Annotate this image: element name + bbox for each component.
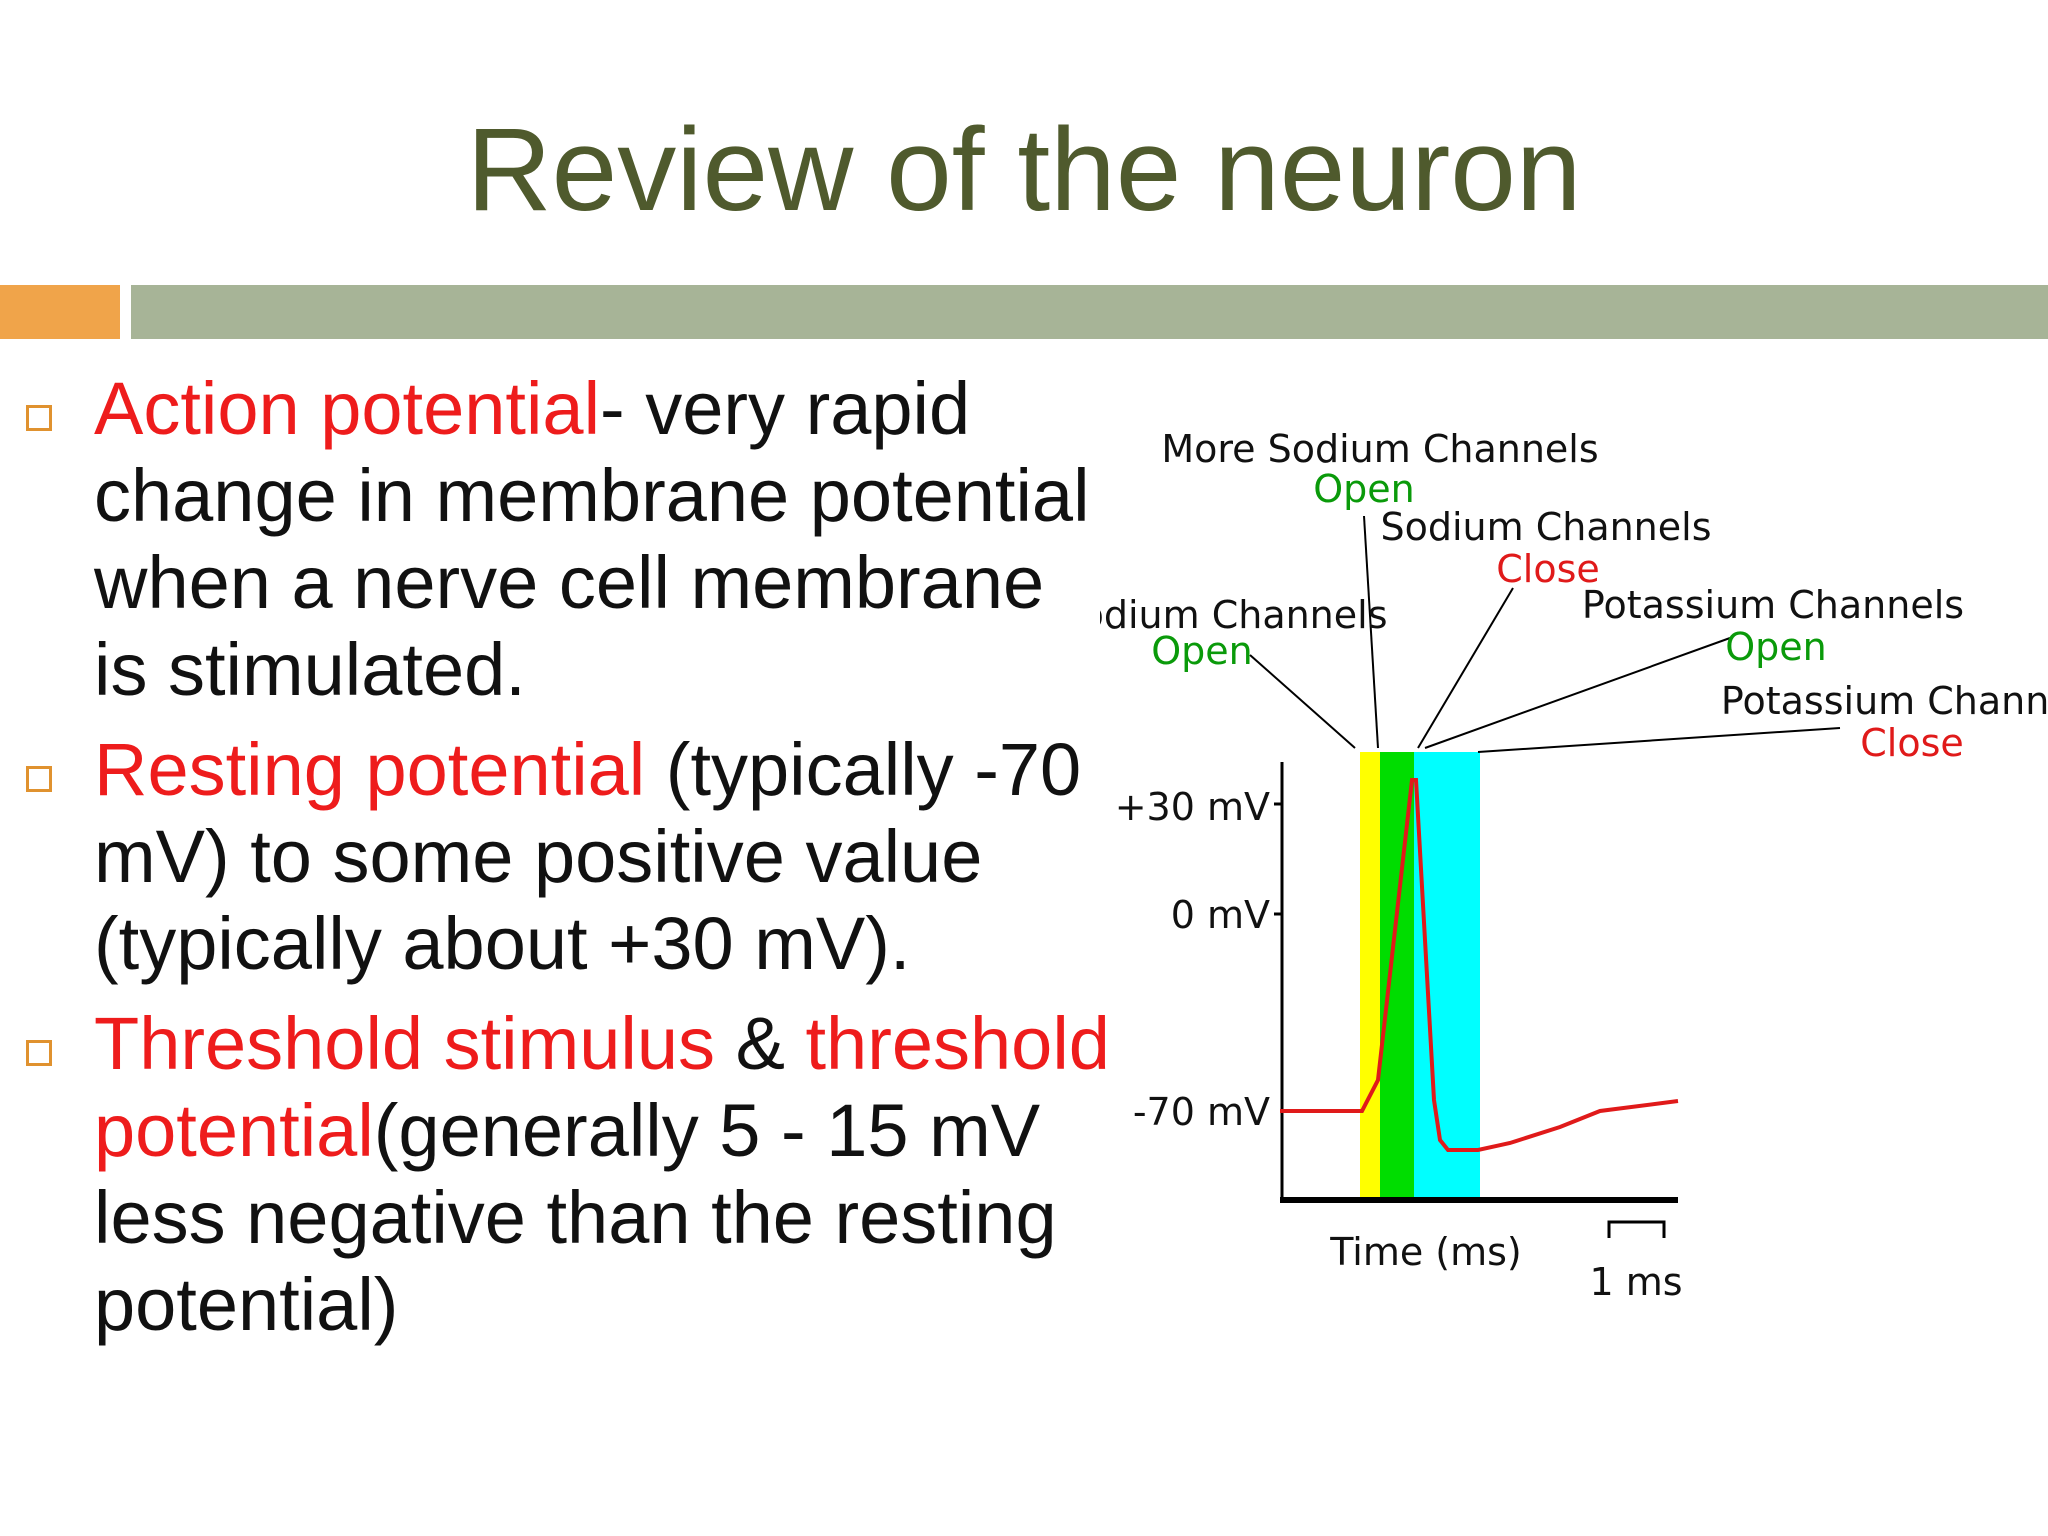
term-threshold-potential: threshold potential — [94, 1002, 1110, 1172]
bullet-square-icon — [26, 405, 52, 431]
leader-potassium-open — [1424, 637, 1731, 749]
bullet-threshold: Threshold stimulus & threshold potential… — [22, 1000, 1112, 1348]
bullet-text: - very rapid change in membrane potentia… — [94, 367, 1090, 711]
accent-bar-orange — [0, 285, 120, 339]
accent-bar-green — [131, 285, 2048, 339]
bullet-square-icon — [26, 1040, 52, 1066]
band-cyan — [1414, 752, 1480, 1200]
bullet-resting-potential: Resting potential (typically -70 mV) to … — [22, 726, 1112, 987]
label-sodium-close-title: Sodium Channels — [1380, 505, 1711, 549]
scale-bar — [1607, 1220, 1666, 1238]
label-potassium-open-state: Open — [1725, 625, 1827, 669]
label-sodium-open-state: Open — [1151, 629, 1253, 673]
label-potassium-close-title: Potassium Channels — [1721, 679, 2048, 723]
label-sodium-open-title: Sodium Channels — [1100, 593, 1388, 637]
label-sodium-close-state: Close — [1496, 547, 1600, 591]
leader-sodium-close — [1417, 587, 1514, 749]
term-resting-potential: Resting potential — [94, 728, 646, 811]
ytick-label: 0 mV — [1171, 893, 1270, 937]
label-potassium-close-state: Close — [1860, 721, 1964, 765]
bullet-text: (typically -70 mV) to some positive valu… — [94, 728, 1082, 985]
bullet-action-potential: Action potential- very rapid change in m… — [22, 365, 1112, 713]
bullet-square-icon — [26, 766, 52, 792]
bullet-text: (generally 5 - 15 mV less negative than … — [94, 1089, 1057, 1346]
leader-potassium-close — [1477, 727, 1841, 753]
bullet-text: & — [715, 1002, 806, 1085]
term-threshold-stimulus: Threshold stimulus — [94, 1002, 716, 1085]
leader-sodium-open — [1249, 654, 1356, 749]
band-yellow — [1360, 752, 1380, 1200]
ytick-label: +30 mV — [1115, 785, 1270, 829]
leader-more-sodium — [1363, 515, 1379, 749]
action-potential-diagram: +30 mV 0 mV -70 mV Time (ms) 1 ms More S… — [1100, 427, 2048, 1304]
label-potassium-open-title: Potassium Channels — [1582, 583, 1964, 627]
membrane-potential-trace — [1280, 778, 1679, 1152]
ytick-label: -70 mV — [1133, 1090, 1270, 1134]
x-axis-label: Time (ms) — [1329, 1230, 1522, 1274]
scale-label: 1 ms — [1589, 1260, 1682, 1304]
bullet-list: Action potential- very rapid change in m… — [22, 365, 1112, 1361]
label-more-sodium-title: More Sodium Channels — [1161, 427, 1598, 471]
term-action-potential: Action potential — [94, 367, 601, 450]
label-more-sodium-state: Open — [1313, 467, 1415, 511]
slide-title: Review of the neuron — [466, 104, 1582, 236]
